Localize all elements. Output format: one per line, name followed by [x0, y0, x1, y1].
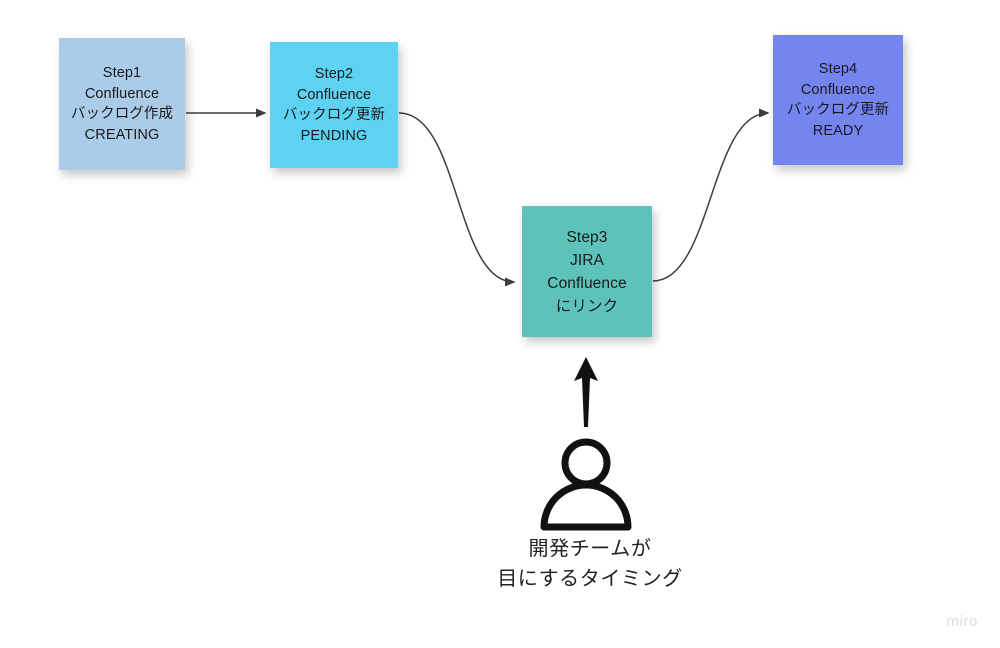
annotation-caption: 開発チームが 目にするタイミング: [430, 534, 750, 594]
sticky-note-step1-line3: バックログ作成: [70, 106, 174, 122]
sticky-note-step2[interactable]: Step2 Confluence バックログ更新 PENDING: [270, 42, 398, 168]
sticky-note-step3-line2: JIRA: [570, 251, 604, 269]
sticky-note-step2-line1: Step2: [314, 66, 354, 82]
connector-step2-to-step3: [398, 112, 516, 287]
sticky-note-step4-line4: READY: [812, 122, 864, 139]
connector-step3-to-step4: [652, 108, 770, 282]
sticky-note-step3-line1: Step3: [566, 228, 608, 246]
connector-person-to-step3: [574, 357, 598, 427]
sticky-note-step3-line4: にリンク: [555, 297, 619, 315]
sticky-note-step2-line4: PENDING: [300, 127, 368, 144]
sticky-note-step1-line2: Confluence: [84, 85, 160, 102]
sticky-note-step4-line3: バックログ更新: [786, 102, 890, 118]
sticky-note-step2-line2: Confluence: [296, 86, 372, 103]
person-icon: [540, 438, 632, 531]
annotation-caption-line1: 開発チームが: [528, 538, 652, 560]
sticky-note-step4[interactable]: Step4 Confluence バックログ更新 READY: [773, 35, 903, 165]
sticky-note-step3[interactable]: Step3 JIRA Confluence にリンク: [522, 206, 652, 337]
sticky-note-step4-line2: Confluence: [800, 81, 876, 98]
sticky-note-step4-line1: Step4: [818, 61, 858, 77]
sticky-note-step3-line3: Confluence: [547, 274, 627, 292]
miro-watermark: miro: [946, 613, 978, 630]
sticky-note-step1[interactable]: Step1 Confluence バックログ作成 CREATING: [59, 38, 185, 170]
sticky-note-step1-line1: Step1: [102, 65, 142, 81]
sticky-note-step1-line4: CREATING: [84, 126, 160, 143]
sticky-note-step2-line3: バックログ更新: [282, 107, 386, 123]
annotation-caption-line2: 目にするタイミング: [497, 568, 683, 590]
